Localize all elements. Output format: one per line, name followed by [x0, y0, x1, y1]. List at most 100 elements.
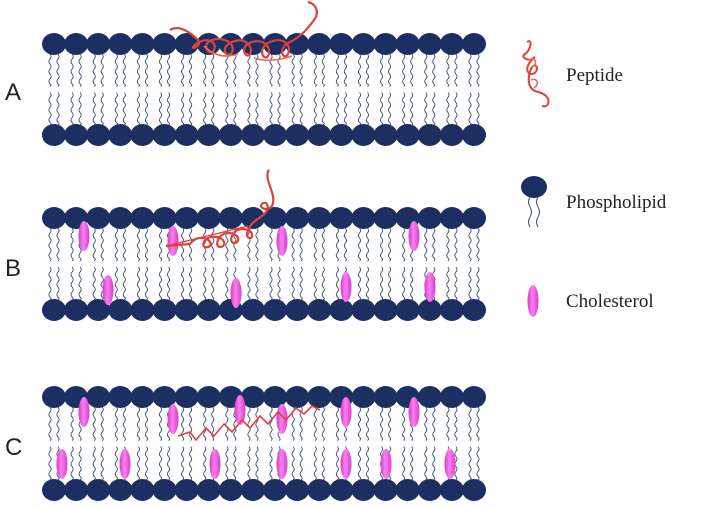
phospholipid-tail	[476, 406, 480, 441]
phospholipid-tail	[78, 266, 82, 301]
phospholipid-tail	[211, 92, 215, 126]
phospholipid-tail	[181, 92, 185, 126]
phospholipid-head	[307, 33, 332, 55]
phospholipid-tail	[189, 406, 193, 441]
cholesterol-legend-icon	[527, 285, 539, 317]
phospholipid-tail	[136, 92, 140, 126]
phospholipid-tail	[476, 227, 480, 262]
phospholipid-head	[417, 386, 442, 408]
phospholipid-tail	[432, 406, 436, 441]
phospholipid-tail	[269, 446, 273, 481]
panel-label-a: A	[5, 79, 21, 106]
phospholipid-tail	[48, 266, 52, 301]
phospholipid-head	[373, 124, 398, 146]
phospholipid-tail	[247, 227, 251, 262]
phospholipid-tail	[335, 266, 339, 301]
phospholipid-tail	[446, 266, 450, 301]
phospholipid-head	[351, 386, 376, 408]
phospholipid-tail	[100, 446, 104, 481]
bilayer-b	[42, 207, 486, 321]
phospholipid-tail	[48, 446, 52, 481]
phospholipid-tail	[402, 53, 406, 87]
phospholipid-tail	[144, 446, 148, 481]
phospholipid-tail	[136, 266, 140, 301]
phospholipid-tail	[321, 446, 325, 481]
phospholipid-tail	[357, 406, 362, 441]
cholesterol-molecule	[424, 272, 436, 302]
phospholipid-tail	[365, 53, 370, 87]
phospholipid-tail	[299, 53, 303, 87]
phospholipid-tail	[100, 53, 104, 87]
phospholipid-tail	[247, 446, 251, 481]
phospholipid-tail	[100, 227, 104, 262]
cholesterol-molecule	[78, 397, 90, 427]
phospholipid-tail	[410, 266, 414, 301]
phospholipid-head	[351, 207, 376, 229]
phospholipid-tail	[357, 266, 362, 301]
phospholipid-tail	[269, 227, 273, 262]
phospholipid-head	[64, 33, 89, 55]
peptide-helix-axis	[165, 225, 249, 247]
panel-label-c: C	[5, 434, 22, 461]
phospholipid-tail	[343, 92, 347, 126]
phospholipid-tail	[255, 227, 259, 262]
phospholipid-head	[462, 124, 486, 146]
phospholipid-tail	[321, 92, 325, 126]
phospholipid-tail	[114, 92, 118, 126]
phospholipid-tail	[432, 446, 436, 481]
phospholipid-head	[174, 299, 199, 321]
phospholipid-tail	[158, 266, 163, 301]
panel-a: A	[5, 0, 486, 146]
phospholipid-tail	[476, 53, 480, 87]
cholesterol-molecule	[444, 449, 456, 479]
phospholipid-head	[285, 479, 310, 501]
phospholipid-tail	[211, 266, 215, 301]
phospholipid-tail	[166, 446, 171, 481]
phospholipid-tail	[269, 406, 273, 441]
phospholipid-tail	[432, 53, 436, 87]
phospholipid-tail	[100, 266, 104, 301]
cholesterol-molecule	[167, 226, 179, 256]
phospholipid-tail	[247, 266, 251, 301]
phospholipid-head	[439, 207, 464, 229]
phospholipid-tail	[313, 406, 317, 441]
phospholipid-tail	[255, 406, 259, 441]
phospholipid-tail	[388, 227, 392, 262]
phospholipid-head	[462, 33, 486, 55]
phospholipid-tail	[92, 227, 96, 262]
phospholipid-tail	[321, 266, 325, 301]
phospholipid-tail	[166, 92, 171, 126]
phospholipid-tail	[424, 227, 428, 262]
phospholipid-legend-icon	[521, 176, 547, 228]
phospholipid-head	[86, 33, 111, 55]
phospholipid-head	[329, 124, 354, 146]
phospholipid-tail	[122, 227, 126, 262]
phospholipid-tail	[189, 53, 193, 87]
phospholipid-tail	[158, 446, 163, 481]
phospholipid-tail	[454, 53, 458, 87]
phospholipid-head	[174, 33, 199, 55]
phospholipid-tail	[233, 406, 237, 441]
phospholipid-tail	[114, 227, 118, 262]
phospholipid-head	[42, 479, 66, 501]
phospholipid-head	[263, 207, 288, 229]
phospholipid-tail	[446, 53, 450, 87]
panel-label-b: B	[5, 255, 21, 282]
peptide-a	[169, 0, 318, 61]
phospholipid-tail	[388, 92, 392, 126]
phospholipid-tail	[402, 446, 406, 481]
phospholipid-tail	[380, 266, 384, 301]
phospholipid-tail	[402, 227, 406, 262]
phospholipid-tail	[454, 266, 458, 301]
phospholipid-tail	[92, 406, 96, 441]
phospholipid-tail	[247, 53, 251, 87]
phospholipid-tail	[144, 406, 148, 441]
phospholipid-tail	[365, 92, 370, 126]
phospholipid-tail	[203, 92, 207, 126]
phospholipid-tail	[410, 446, 414, 481]
phospholipid-head	[307, 386, 332, 408]
phospholipid-head	[152, 33, 177, 55]
phospholipid-tail	[225, 266, 229, 301]
phospholipid-head	[42, 299, 66, 321]
phospholipid-tail	[468, 266, 472, 301]
